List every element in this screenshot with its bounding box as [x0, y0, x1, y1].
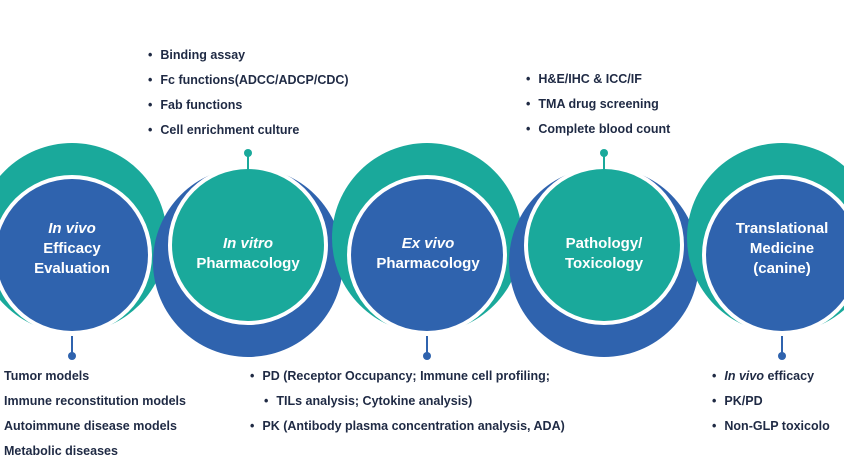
list-item: TILs analysis; Cytokine analysis): [250, 389, 565, 414]
list-translational: In vivo efficacy PK/PD Non-GLP toxicolo: [712, 364, 830, 439]
list-item: Non-GLP toxicolo: [712, 414, 830, 439]
list-item: PK/PD: [712, 389, 830, 414]
stage-label-in-vivo: In vivo Efficacy Evaluation: [2, 219, 142, 279]
list-item-text: Binding assay: [160, 48, 246, 62]
stage-title: Pathology/: [565, 235, 643, 252]
list-item: Cell enrichment culture: [148, 118, 349, 143]
list-item: Autoimmune disease models: [4, 414, 186, 439]
stage-subtitle: Toxicology: [564, 255, 644, 272]
list-item-text-emphasis: In vivo: [724, 369, 764, 383]
disc-pathology: [528, 169, 680, 321]
list-item: PK (Antibody plasma concentration analys…: [250, 414, 565, 439]
stage-label-translational: Translational Medicine (canine): [712, 219, 844, 279]
stage-label-pathology: Pathology/ Toxicology: [534, 234, 674, 274]
list-item-text: TMA drug screening: [538, 97, 659, 111]
list-item-text: Immune reconstitution models: [4, 394, 186, 408]
stage-title: Translational: [735, 220, 829, 237]
stem-dot-in-vivo: [68, 352, 76, 360]
stage-label-in-vitro: In vitro Pharmacology: [178, 234, 318, 274]
stage-subtitle: Evaluation: [34, 260, 110, 277]
list-item-text: H&E/IHC & ICC/IF: [538, 72, 642, 86]
list-item-text: PD (Receptor Occupancy; Immune cell prof…: [262, 369, 550, 383]
stage-subtitle: Pharmacology: [376, 255, 480, 272]
list-pathology: H&E/IHC & ICC/IF TMA drug screening Comp…: [526, 67, 670, 142]
list-item: Metabolic diseases: [4, 439, 186, 464]
list-item-text: PK/PD: [724, 394, 763, 408]
list-item: Immune reconstitution models: [4, 389, 186, 414]
stage-title: In vivo: [48, 220, 96, 237]
connector-stems: [68, 149, 786, 360]
list-in-vivo: Tumor models Immune reconstitution model…: [4, 364, 186, 464]
list-item-text: PK (Antibody plasma concentration analys…: [262, 419, 565, 433]
list-item-text: Metabolic diseases: [4, 444, 118, 458]
stage-label-ex-vivo: Ex vivo Pharmacology: [358, 234, 498, 274]
stage-discs: [0, 165, 844, 335]
list-item: In vivo efficacy: [712, 364, 830, 389]
disc-ex-vivo: [351, 179, 503, 331]
stem-dot-in-vitro: [244, 149, 252, 157]
list-item: H&E/IHC & ICC/IF: [526, 67, 670, 92]
stem-dot-ex-vivo: [423, 352, 431, 360]
list-item: Tumor models: [4, 364, 186, 389]
disc-translational: [706, 179, 844, 331]
list-in-vitro: Binding assay Fc functions(ADCC/ADCP/CDC…: [148, 43, 349, 143]
stage-title: In vitro: [222, 235, 273, 252]
stage-subtitle: Pharmacology: [196, 255, 300, 272]
disc-in-vitro: [172, 169, 324, 321]
disc-in-vivo: [0, 179, 148, 331]
stem-dot-pathology: [600, 149, 608, 157]
list-item-text: Fab functions: [160, 98, 243, 112]
stem-dot-translational: [778, 352, 786, 360]
list-ex-vivo: PD (Receptor Occupancy; Immune cell prof…: [250, 364, 565, 439]
list-item: Fc functions(ADCC/ADCP/CDC): [148, 68, 349, 93]
stage-subtitle: Efficacy: [43, 240, 101, 257]
list-item: PD (Receptor Occupancy; Immune cell prof…: [250, 364, 565, 389]
list-item-text: Non-GLP toxicolo: [724, 419, 830, 433]
list-item: Complete blood count: [526, 117, 670, 142]
list-item-text: efficacy: [763, 369, 815, 383]
list-item-text: Autoimmune disease models: [4, 419, 177, 433]
stage-title: Ex vivo: [401, 235, 455, 252]
stage-subtitle: (canine): [753, 260, 811, 277]
stage-subtitle: Medicine: [749, 240, 815, 257]
list-item: TMA drug screening: [526, 92, 670, 117]
list-item: Fab functions: [148, 93, 349, 118]
list-item-text: Tumor models: [4, 369, 90, 383]
list-item-text: Fc functions(ADCC/ADCP/CDC): [160, 73, 349, 87]
list-item-text: Cell enrichment culture: [160, 123, 300, 137]
list-item-text: TILs analysis; Cytokine analysis): [276, 394, 473, 408]
list-item-text: Complete blood count: [538, 122, 671, 136]
list-item: Binding assay: [148, 43, 349, 68]
